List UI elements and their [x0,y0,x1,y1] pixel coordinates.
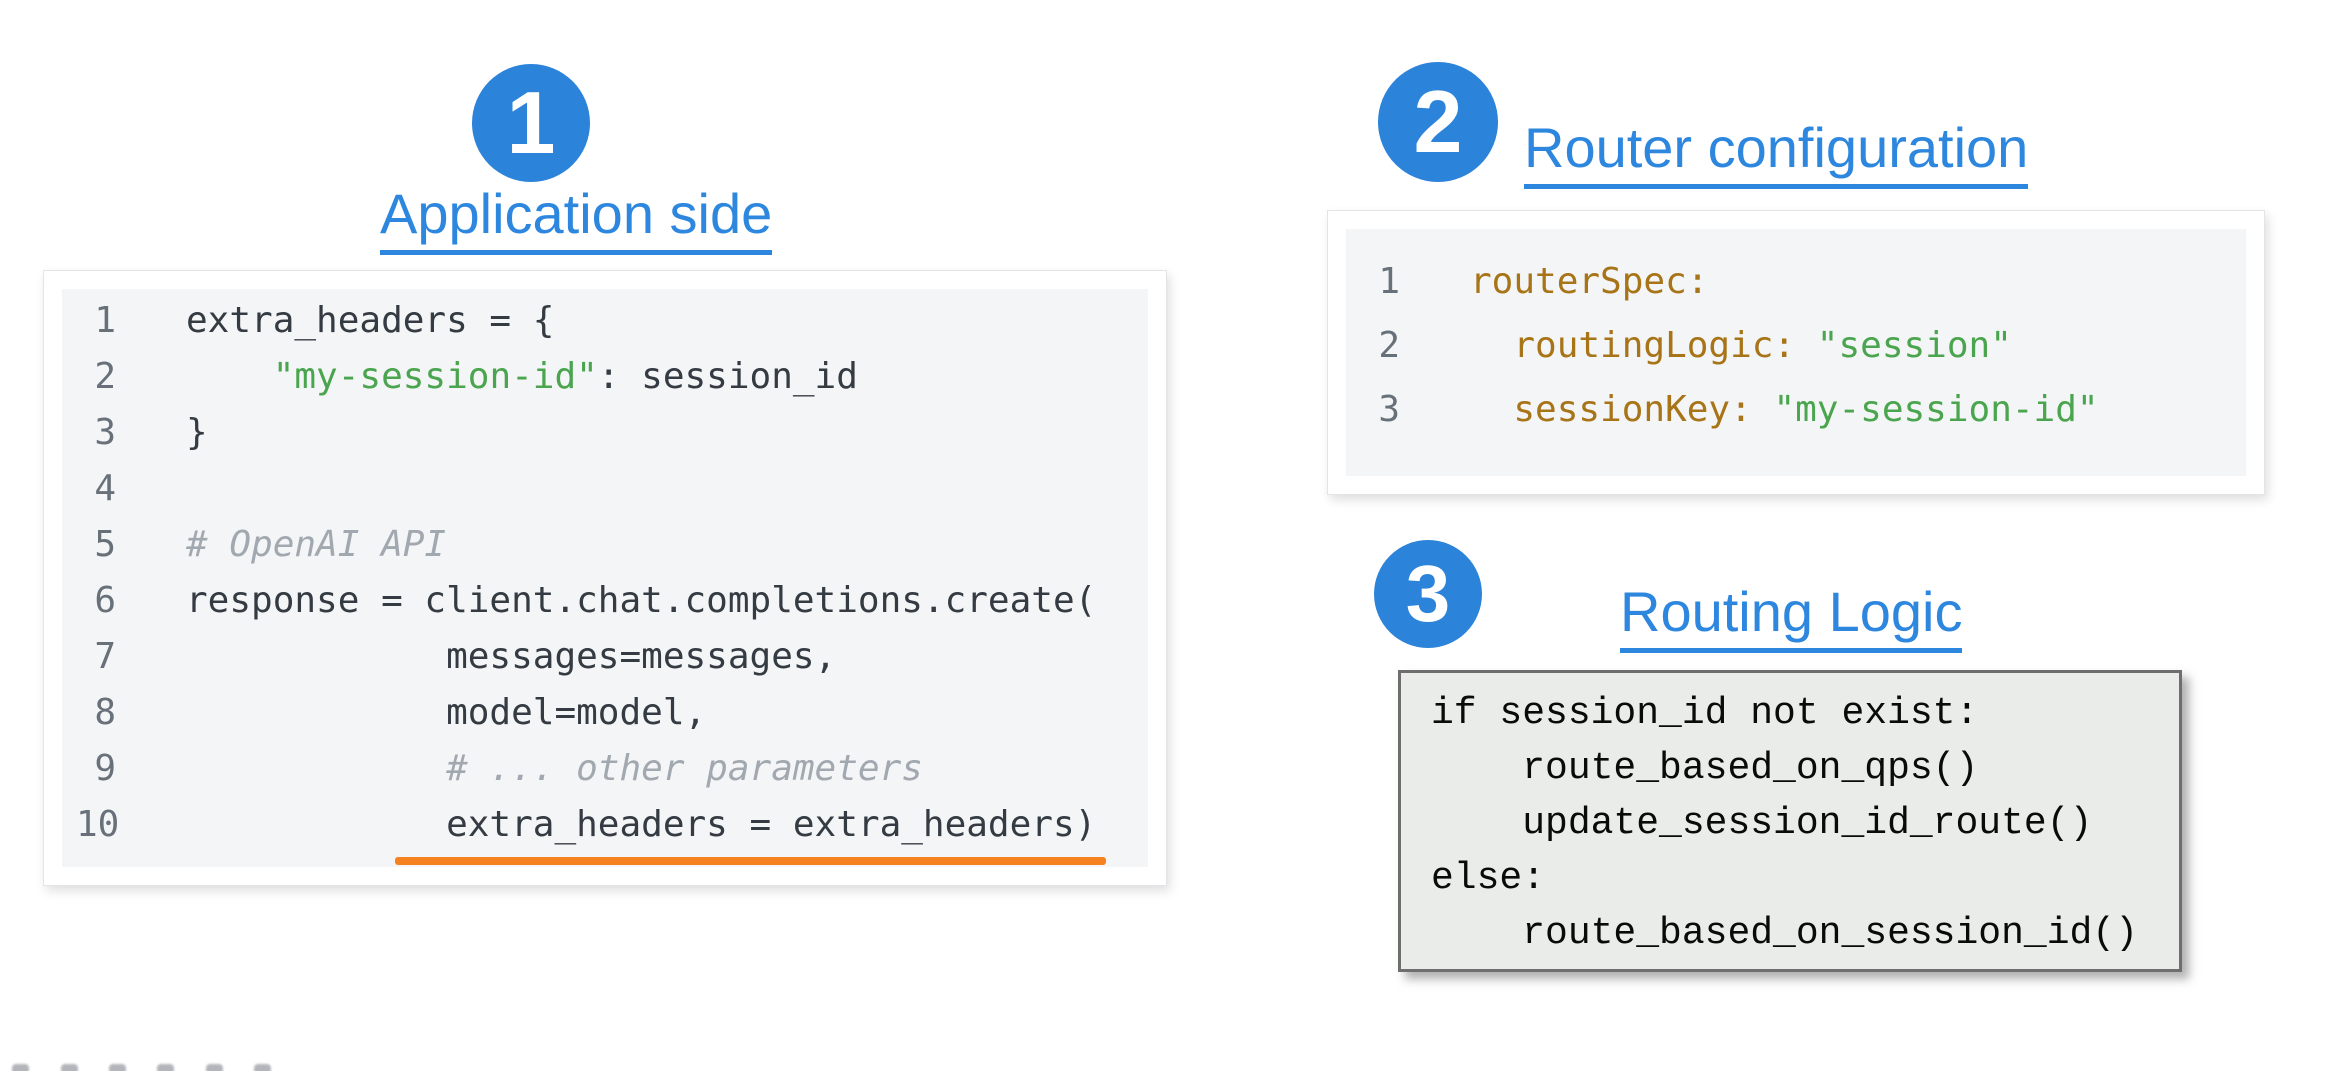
code-line: 3 sessionKey: "my-session-id" [1360,378,2232,442]
application-code-lines: 1 extra_headers = { 2 "my-session-id": ses… [76,293,1134,853]
line-number: 1 [1378,261,1400,302]
extra-headers-highlight-underline [395,857,1106,865]
routing-logic-link[interactable]: Routing Logic [1620,580,1963,654]
application-code-card: 1 extra_headers = { 2 "my-session-id": ses… [43,270,1167,886]
application-code-surface: 1 extra_headers = { 2 "my-session-id": ses… [62,289,1148,867]
line-number: 5 [94,524,116,565]
line-number: 3 [1378,389,1400,430]
cropped-glyph-fragment [109,1064,126,1071]
application-side-link[interactable]: Application side [380,182,773,256]
code-line: 3} [76,405,1134,461]
code-tokens: sessionKey: "my-session-id" [1470,389,2099,430]
code-line: 2 "my-session-id": session_id [76,349,1134,405]
line-number: 4 [94,468,116,509]
code-line: 8 model=model, [76,685,1134,741]
logic-code-line: else: [1431,857,1546,900]
line-number: 6 [94,580,116,621]
line-number: 2 [1378,325,1400,366]
code-line: 7 messages=messages, [76,629,1134,685]
logic-code-line: if session_id not exist: [1431,692,1979,735]
logic-code-line: route_based_on_qps() [1431,747,1979,790]
code-tokens: routingLogic: "session" [1470,325,2012,366]
step-3-badge: 3 [1374,540,1482,648]
code-line: 4 [76,461,1134,517]
code-line: 9 # ... other parameters [76,741,1134,797]
code-tokens: routerSpec: [1470,261,1709,302]
code-line: 1 routerSpec: [1360,250,2232,314]
line-number: 10 [76,804,120,845]
cropped-glyph-fragment [206,1064,223,1071]
line-number: 3 [94,412,116,453]
code-tokens: response = client.chat.completions.creat… [186,580,1097,621]
code-line: 1 extra_headers = { [76,293,1134,349]
line-number: 9 [94,748,116,789]
line-number: 2 [94,356,116,397]
code-line: 5 # OpenAI API [76,517,1134,573]
routing-logic-box: if session_id not exist: route_based_on_… [1398,670,2182,972]
line-number: 8 [94,692,116,733]
code-tokens: } [186,412,208,453]
code-line: 10 extra_headers = extra_headers) [76,797,1134,853]
routing-logic-code-lines: if session_id not exist: route_based_on_… [1431,686,2169,961]
logic-code-line: route_based_on_session_id() [1431,912,2138,955]
code-tokens: model=model, [186,692,707,733]
cropped-glyph-fragment [12,1064,29,1071]
code-tokens: messages=messages, [186,636,837,677]
code-tokens: # ... other parameters [446,748,923,789]
cropped-glyph-fragment [61,1064,78,1071]
logic-code-line: update_session_id_route() [1431,802,2093,845]
line-number: 1 [94,300,116,341]
code-tokens: "my-session-id": session_id [272,356,858,397]
cropped-glyph-fragment [254,1064,271,1071]
router-configuration-link[interactable]: Router configuration [1524,116,2029,190]
code-tokens: extra_headers = { [186,300,555,341]
line-number: 7 [94,636,116,677]
code-line: 2 routingLogic: "session" [1360,314,2232,378]
cropped-glyph-fragment [157,1064,174,1071]
step-2-badge: 2 [1378,62,1498,182]
step-1-badge: 1 [472,64,590,182]
code-tokens: # OpenAI API [186,524,447,565]
code-line: 6 response = client.chat.completions.crea… [76,573,1134,629]
code-tokens: extra_headers = extra_headers) [186,804,1097,845]
